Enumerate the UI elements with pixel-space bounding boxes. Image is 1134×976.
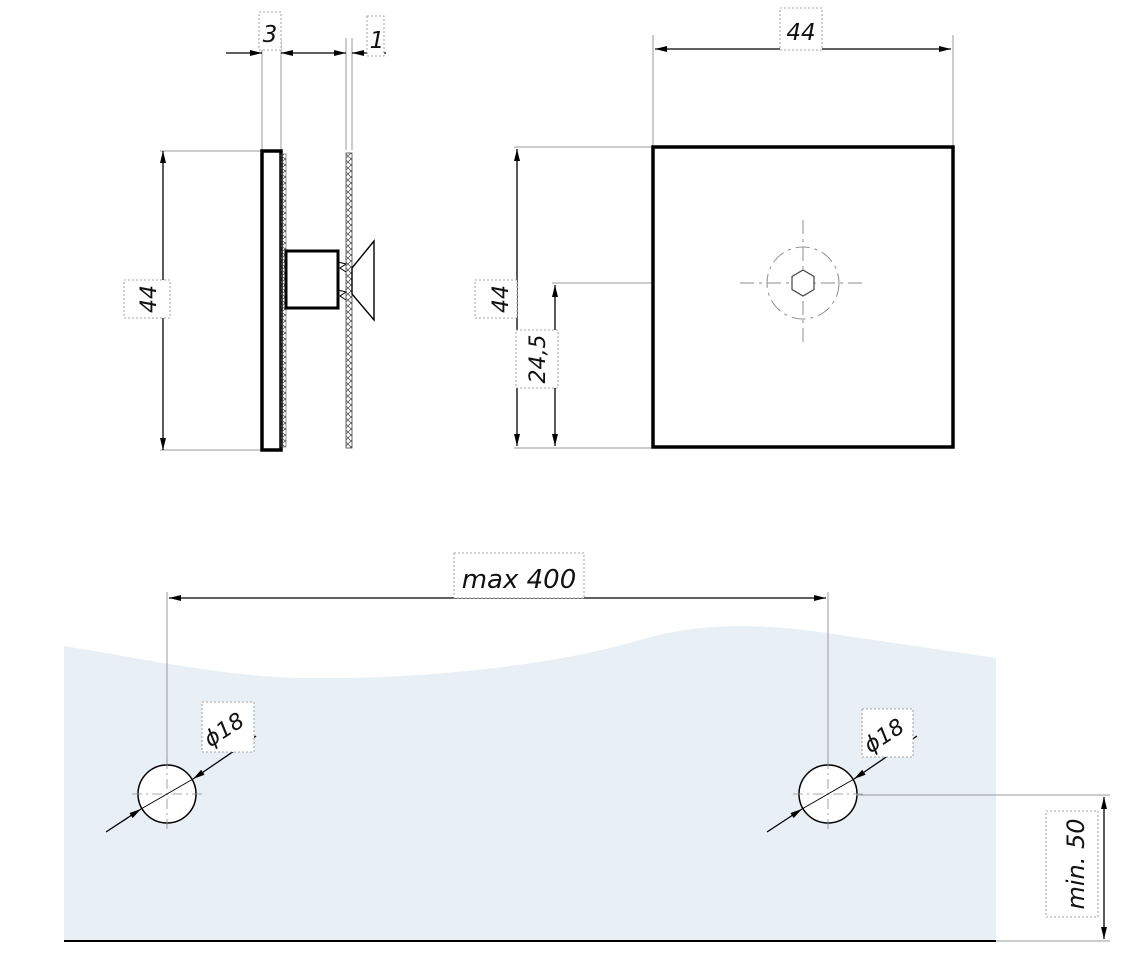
side-view xyxy=(160,38,386,452)
label-box xyxy=(201,701,255,753)
label-box xyxy=(474,279,518,319)
dim-edge-distance: min. 50 xyxy=(1062,818,1090,909)
dim-glass-thickness: 1 xyxy=(370,28,385,54)
dim-max-spacing: max 400 xyxy=(462,565,577,595)
dim-front-height: 44 xyxy=(489,285,514,313)
label-box xyxy=(366,15,385,57)
label-box xyxy=(453,552,585,599)
dim-center-height: 24,5 xyxy=(526,335,551,384)
countersunk-screw xyxy=(351,239,375,322)
mounting-layout xyxy=(64,592,1110,942)
dimension-labels: 3 1 44 44 44 24,5 max 400 ϕ18 ϕ18 min. 5… xyxy=(123,7,1099,918)
hex-socket-icon xyxy=(791,269,815,297)
label-box xyxy=(1045,810,1099,918)
cover-plate-front xyxy=(651,145,955,449)
standoff-body xyxy=(284,249,340,310)
glass-pane-section xyxy=(345,152,353,449)
dim-front-width: 44 xyxy=(786,20,815,46)
label-box xyxy=(515,329,559,389)
label-box xyxy=(258,11,282,51)
dim-side-height: 44 xyxy=(137,285,162,313)
cover-plate xyxy=(260,149,283,452)
glass-pane xyxy=(64,626,996,941)
dimension-arrow xyxy=(766,808,803,833)
thread-mark xyxy=(337,289,348,301)
label-box xyxy=(779,7,823,51)
dimension-arrow xyxy=(105,808,142,833)
thread-mark xyxy=(337,261,348,273)
dim-plate-thickness: 3 xyxy=(263,22,278,48)
diameter-line xyxy=(801,778,855,810)
label-box xyxy=(861,708,914,758)
front-view xyxy=(514,35,955,449)
diameter-line xyxy=(140,778,194,810)
label-box xyxy=(123,279,171,319)
